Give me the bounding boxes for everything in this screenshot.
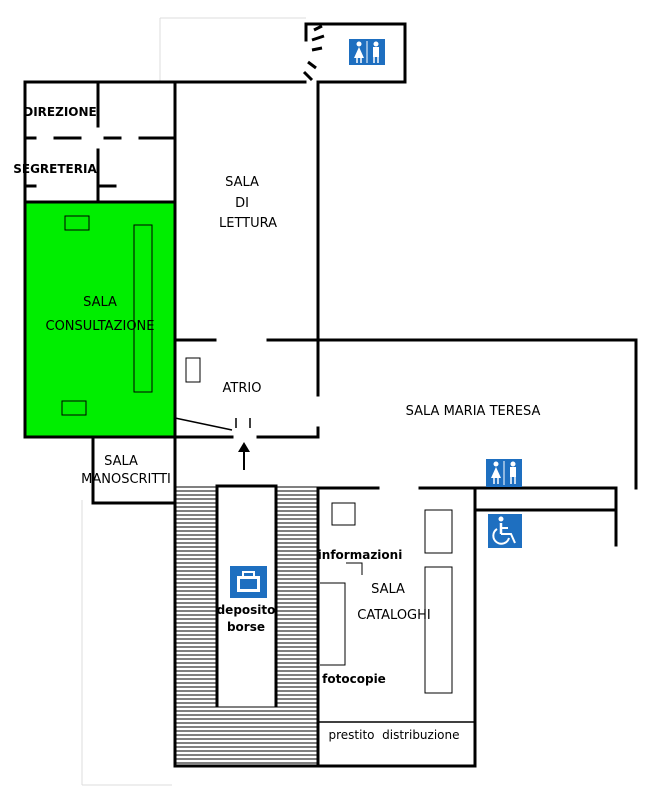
sala-manoscritti-label-2: MANOSCRITTI <box>81 472 171 487</box>
sala-consultazione-label-1: SALA <box>83 295 117 310</box>
walls <box>23 22 638 768</box>
sala-consultazione-room[interactable] <box>23 200 177 439</box>
sala-cataloghi-label-2: CATALOGHI <box>357 608 430 623</box>
spiral-stair <box>302 24 325 82</box>
segreteria-label: SEGRETERIA <box>13 162 97 176</box>
prestito-distribuzione-label: prestito distribuzione <box>329 728 460 742</box>
entrance-arrow-icon <box>238 442 250 470</box>
sala-lettura-label-1: SALA <box>225 175 259 190</box>
direzione-label: DIREZIONE <box>23 105 96 119</box>
fotocopie-label: fotocopie <box>322 672 386 686</box>
sala-lettura-label-2: DI <box>235 196 249 211</box>
sala-consultazione-label-2: CONSULTAZIONE <box>46 319 155 334</box>
deposito-borse-label-1: deposito <box>217 603 276 617</box>
sala-lettura-label-3: LETTURA <box>219 216 277 231</box>
thin-walls <box>174 417 475 723</box>
atrio-label: ATRIO <box>223 381 262 396</box>
wheelchair-access-icon[interactable] <box>488 514 522 548</box>
sala-cataloghi-label-1: SALA <box>371 582 405 597</box>
furniture <box>185 357 453 694</box>
deposito-borse-label-2: borse <box>227 620 265 634</box>
consultazione-furniture <box>61 215 153 416</box>
sala-manoscritti-label-1: SALA <box>104 454 138 469</box>
restroom-icon[interactable] <box>349 39 385 65</box>
sala-maria-teresa-label: SALA MARIA TERESA <box>406 404 541 419</box>
site-outline <box>81 17 306 786</box>
restroom-icon[interactable] <box>486 459 522 487</box>
informazioni-label: informazioni <box>318 548 403 562</box>
staircase <box>176 486 317 764</box>
luggage-icon[interactable] <box>230 566 267 598</box>
